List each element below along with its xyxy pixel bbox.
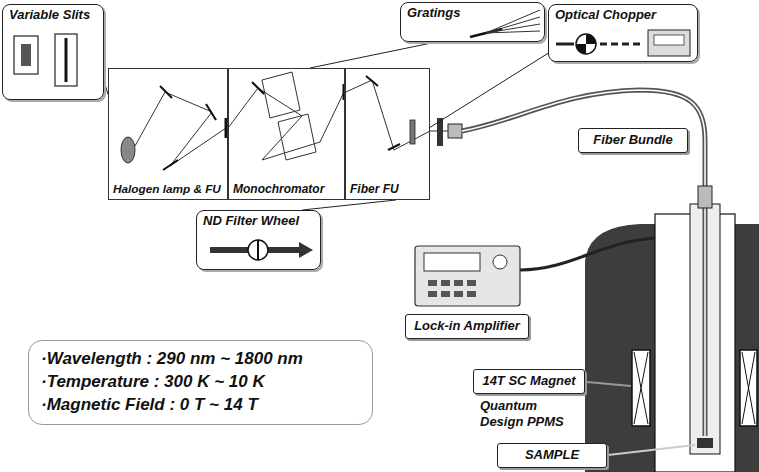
device-button [428, 291, 437, 297]
node-text: Fiber FU [350, 182, 399, 196]
mirror [163, 160, 178, 170]
mirror [206, 104, 216, 120]
optics-section: Fiber FU [345, 68, 430, 200]
node-text: Optical Chopper [555, 7, 656, 23]
light-path [135, 92, 226, 166]
diffracted-ray [486, 10, 540, 33]
device-button [454, 291, 463, 297]
diffracted-ray [486, 31, 540, 33]
filter-disk [257, 240, 259, 260]
label-box: 14T SC Magnet [473, 369, 585, 394]
arrow-head [299, 242, 313, 258]
controller-display [654, 35, 684, 45]
node-text: Variable Slits [9, 7, 90, 23]
node-text: Gratings [407, 5, 460, 21]
fiber-connector [698, 186, 712, 208]
device-knob [493, 255, 507, 269]
coil-mark [634, 352, 648, 424]
leader-line [310, 42, 436, 68]
node-text: ND Filter Wheel [203, 213, 299, 229]
grating [252, 82, 264, 94]
coil-mark [742, 352, 755, 424]
light-path [228, 88, 344, 160]
leader-line [608, 445, 695, 455]
node-text: ·Wavelength : 290 nm ~ 1800 nm [41, 348, 303, 371]
callout-box: ND Filter Wheel [196, 210, 321, 270]
leader-line [302, 200, 396, 210]
node-text: Monochromator [233, 182, 324, 196]
chopper-wheel [576, 34, 596, 54]
label-box: Lock-in Amplifier [405, 314, 529, 339]
fiber-core [462, 90, 705, 436]
slit-frame [14, 36, 38, 74]
instrument-label: Quantum Design PPMS [478, 398, 584, 431]
signal-cable [520, 238, 655, 270]
sample [697, 438, 713, 448]
slit-opening [65, 38, 68, 82]
callout-box: Gratings [400, 2, 545, 42]
beam-arrow [556, 43, 574, 46]
device-button [441, 291, 450, 297]
coil-mark [634, 352, 648, 424]
chopper-controller [648, 30, 690, 56]
node-text: Halogen lamp & FU [113, 182, 221, 196]
optics-section: Halogen lamp & FU [108, 68, 228, 200]
magnet-coil [632, 350, 650, 426]
mirror [160, 86, 172, 98]
node-text: ·Temperature : 300 K ~ 10 K [41, 371, 265, 394]
node-text: SAMPLE [525, 447, 579, 463]
coil-mark [742, 352, 755, 424]
node-text: Lock-in Amplifier [414, 318, 520, 334]
device-button [441, 280, 450, 286]
lock-in-device [415, 246, 520, 306]
node-text: ·Magnetic Field : 0 T ~ 14 T [41, 394, 258, 417]
spec-box: ·Wavelength : 290 nm ~ 1800 nm·Temperatu… [28, 340, 373, 425]
label-box: SAMPLE [497, 443, 607, 468]
mirror-block [278, 114, 316, 160]
mirror-block [262, 72, 300, 118]
mirror [366, 76, 378, 86]
label-box: Fiber Bundle [578, 128, 688, 153]
device-button [467, 280, 476, 286]
device-button [428, 280, 437, 286]
halogen-lamp [121, 137, 135, 163]
node-text: Fiber Bundle [593, 132, 672, 148]
chopper-blade [576, 34, 596, 54]
callout-box: Variable Slits [2, 4, 104, 100]
filter-wheel [248, 240, 268, 260]
magnet-coil [740, 350, 757, 426]
callout-box: Optical Chopper [548, 4, 698, 62]
device-button [454, 280, 463, 286]
mirror [388, 144, 400, 150]
fiber-connector [448, 124, 462, 138]
nd-filter [410, 120, 415, 144]
slit-frame [55, 34, 77, 86]
light-path [346, 80, 448, 150]
fiber-bundle [462, 90, 705, 436]
chopped-beam [600, 43, 642, 46]
optics-section: Monochromator [228, 68, 345, 200]
node-text: 14T SC Magnet [482, 373, 575, 389]
device-button [467, 291, 476, 297]
diffracted-ray [486, 24, 540, 33]
device-display [424, 253, 480, 271]
leader-line [430, 53, 548, 127]
diffracted-ray [486, 17, 540, 33]
slit-opening [21, 44, 31, 66]
